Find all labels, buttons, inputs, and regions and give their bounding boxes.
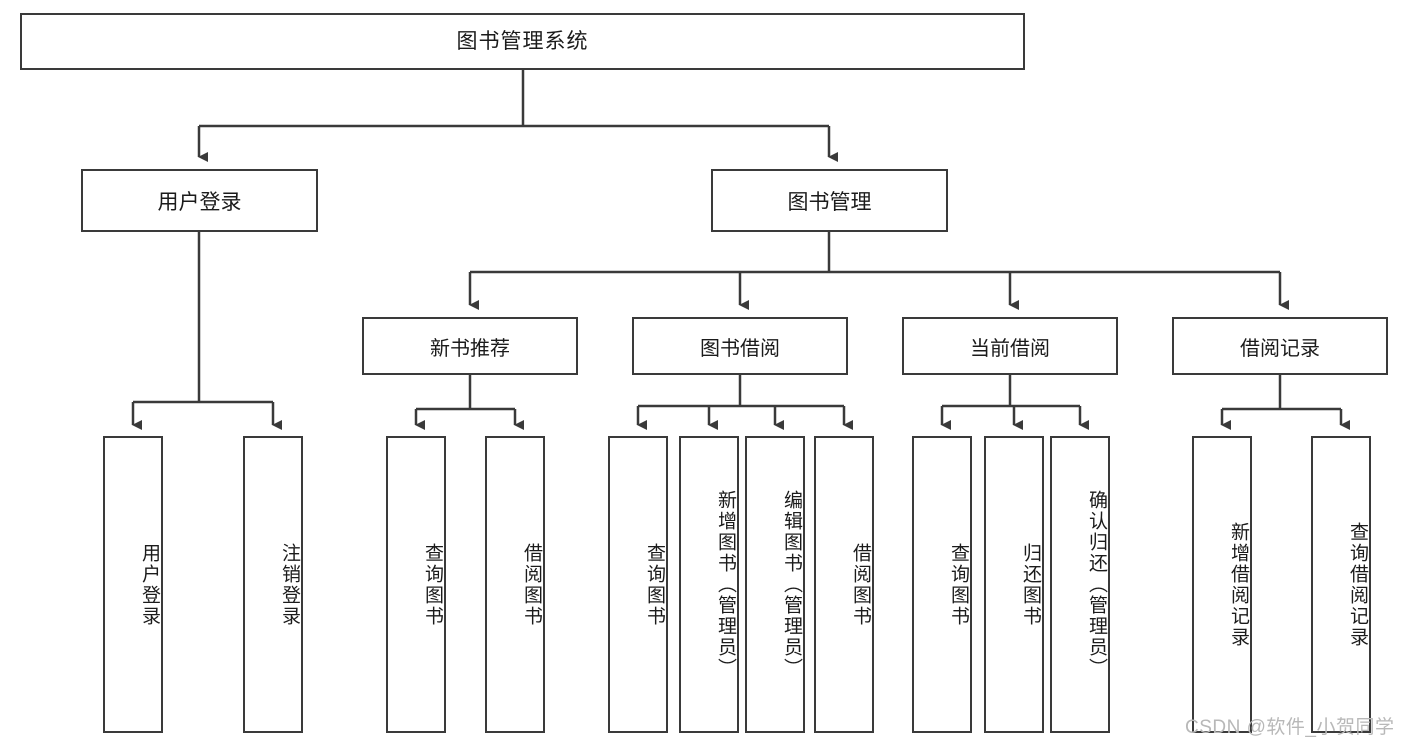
node-leaf-user-logout-label: 注销登录 xyxy=(279,542,300,627)
node-borrow-record[interactable]: 借阅记录 xyxy=(1172,317,1388,375)
node-leaf-user-login[interactable]: 用户登录 xyxy=(103,436,163,733)
node-current-borrow[interactable]: 当前借阅 xyxy=(902,317,1118,375)
node-leaf-user-login-label: 用户登录 xyxy=(139,542,160,627)
node-leaf-query-book-2-label: 查询图书 xyxy=(644,542,665,627)
node-leaf-borrow-book-2-label: 借阅图书 xyxy=(850,542,871,627)
node-borrow-record-label: 借阅记录 xyxy=(1240,337,1320,360)
node-leaf-query-record[interactable]: 查询借阅记录 xyxy=(1311,436,1371,733)
node-book-manage-label: 图书管理 xyxy=(787,190,872,214)
node-leaf-edit-book[interactable]: 编辑图书（管理员） xyxy=(745,436,805,733)
node-user-login[interactable]: 用户登录 xyxy=(81,169,318,232)
node-leaf-query-book-1[interactable]: 查询图书 xyxy=(386,436,446,733)
node-leaf-query-record-label: 查询借阅记录 xyxy=(1347,521,1368,648)
node-leaf-add-record-label: 新增借阅记录 xyxy=(1228,521,1249,648)
node-leaf-query-book-2[interactable]: 查询图书 xyxy=(608,436,668,733)
node-user-login-label: 用户登录 xyxy=(157,190,242,214)
node-leaf-query-book-3-label: 查询图书 xyxy=(948,542,969,627)
node-new-book-rec[interactable]: 新书推荐 xyxy=(362,317,578,375)
node-root-label: 图书管理系统 xyxy=(456,29,589,53)
node-current-borrow-label: 当前借阅 xyxy=(970,337,1050,360)
node-leaf-borrow-book-1-label: 借阅图书 xyxy=(521,542,542,627)
node-root[interactable]: 图书管理系统 xyxy=(20,13,1025,70)
node-leaf-borrow-book-1[interactable]: 借阅图书 xyxy=(485,436,545,733)
node-leaf-add-book-label: 新增图书（管理员） xyxy=(715,490,736,679)
node-new-book-rec-label: 新书推荐 xyxy=(430,337,510,360)
node-leaf-borrow-book-2[interactable]: 借阅图书 xyxy=(814,436,874,733)
node-leaf-user-logout[interactable]: 注销登录 xyxy=(243,436,303,733)
node-leaf-confirm-return[interactable]: 确认归还（管理员） xyxy=(1050,436,1110,733)
node-leaf-query-book-3[interactable]: 查询图书 xyxy=(912,436,972,733)
csdn-watermark: CSDN @软件_小贺同学 xyxy=(1185,717,1395,738)
node-leaf-add-book[interactable]: 新增图书（管理员） xyxy=(679,436,739,733)
node-leaf-return-book-label: 归还图书 xyxy=(1020,542,1041,627)
node-leaf-return-book[interactable]: 归还图书 xyxy=(984,436,1044,733)
node-book-borrow[interactable]: 图书借阅 xyxy=(632,317,848,375)
node-leaf-query-book-1-label: 查询图书 xyxy=(422,542,443,627)
node-leaf-confirm-return-label: 确认归还（管理员） xyxy=(1086,490,1107,679)
node-book-manage[interactable]: 图书管理 xyxy=(711,169,948,232)
node-leaf-add-record[interactable]: 新增借阅记录 xyxy=(1192,436,1252,733)
node-book-borrow-label: 图书借阅 xyxy=(700,337,780,360)
node-leaf-edit-book-label: 编辑图书（管理员） xyxy=(781,490,802,679)
